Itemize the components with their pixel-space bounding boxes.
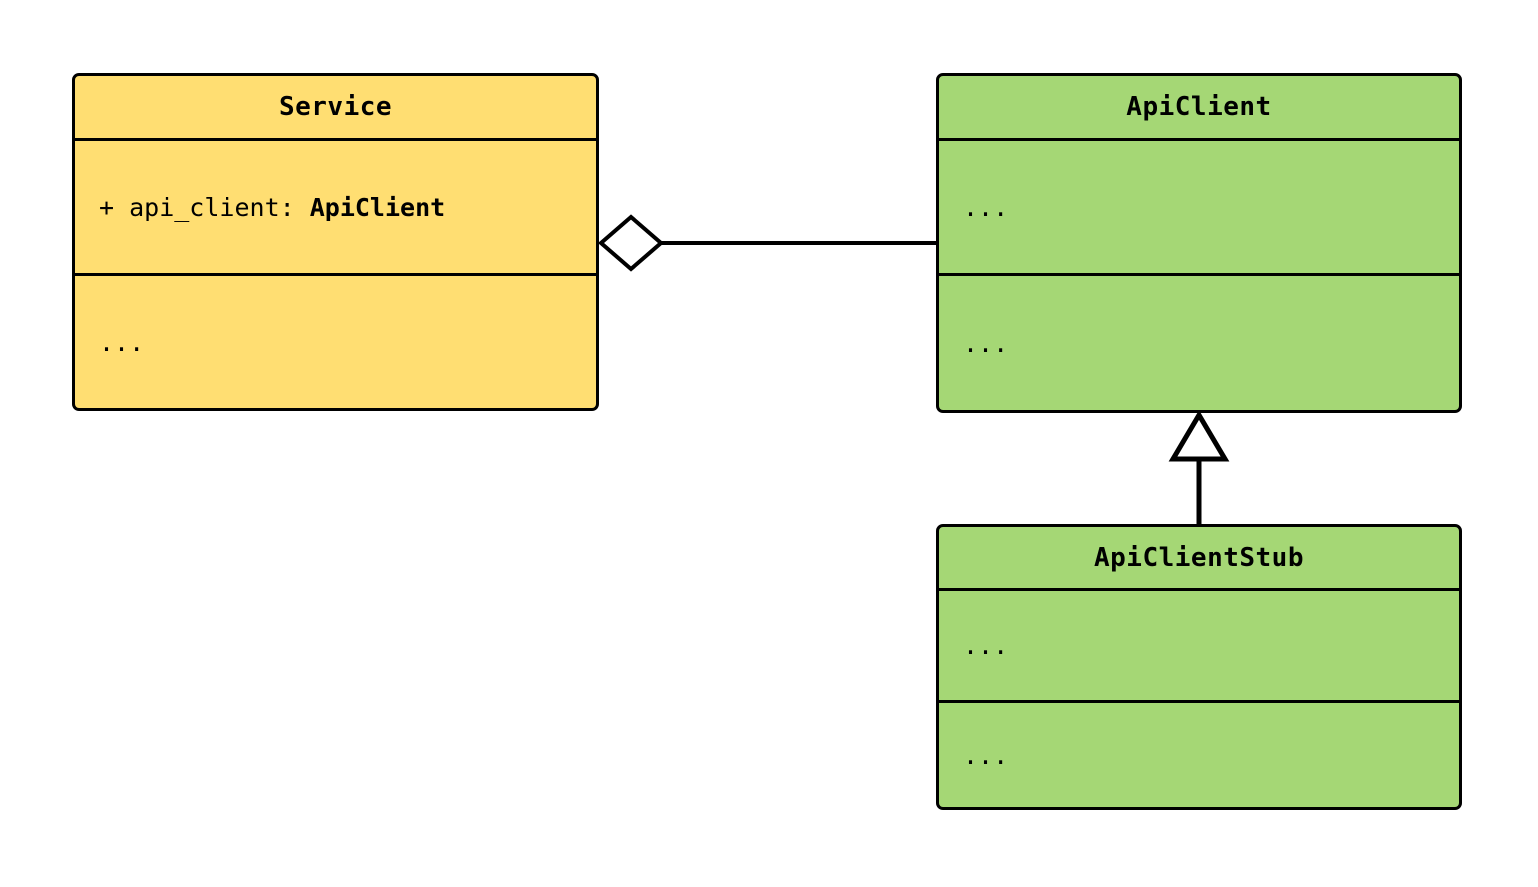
hollow-triangle-icon [1168,410,1230,462]
attributes-compartment-apiclient: ... [939,138,1459,273]
attributes-compartment-apiclientstub: ... [939,588,1459,700]
methods-ellipsis: ... [99,327,145,357]
class-title-service: Service [278,92,393,123]
methods-compartment-apiclient: ... [939,273,1459,410]
attributes-compartment-service: + api_client: ApiClient [75,138,596,273]
methods-ellipsis: ... [963,328,1009,358]
attribute-name-text: + api_client: [99,192,310,222]
methods-compartment-service: ... [75,273,596,408]
methods-ellipsis: ... [963,740,1009,770]
attribute-row-api-client: + api_client: ApiClient [75,193,445,222]
uml-class-apiclient[interactable]: ApiClient ... ... [936,73,1462,413]
attributes-ellipsis: ... [963,192,1009,222]
aggregation-edge-service-apiclient[interactable] [597,214,936,272]
uml-class-service[interactable]: Service + api_client: ApiClient ... [72,73,599,411]
class-title-apiclient: ApiClient [1126,92,1272,123]
class-title-apiclientstub: ApiClientStub [1094,542,1304,573]
attribute-type-text: ApiClient [309,192,446,222]
attributes-ellipsis: ... [963,631,1009,661]
inheritance-edge-apiclientstub-apiclient[interactable] [1168,410,1230,527]
methods-compartment-apiclientstub: ... [939,700,1459,807]
hollow-diamond-icon [597,214,665,272]
uml-class-apiclientstub[interactable]: ApiClientStub ... ... [936,524,1462,810]
